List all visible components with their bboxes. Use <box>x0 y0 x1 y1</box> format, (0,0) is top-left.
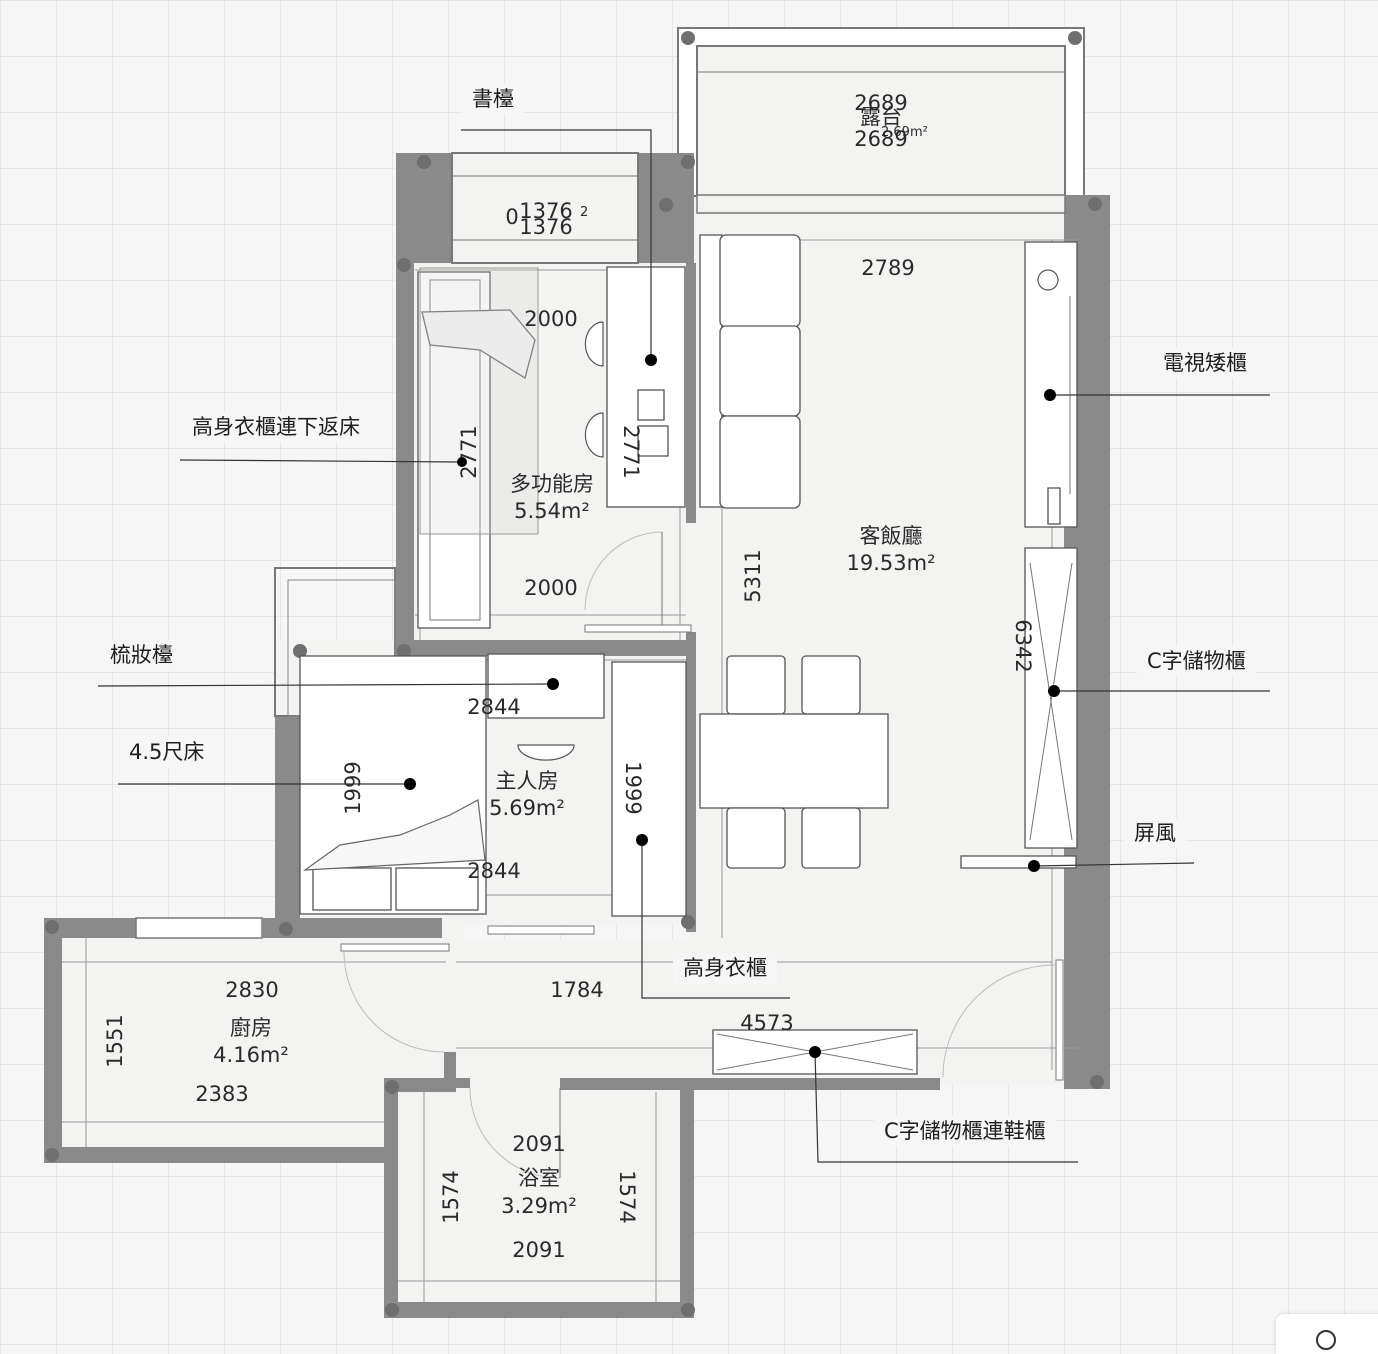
balcony-dim-top: 2689 <box>854 91 907 115</box>
callout-bed: 4.5尺床 <box>119 737 215 769</box>
living-area: 19.53m² <box>847 551 936 575</box>
zoom-tab[interactable] <box>1276 1314 1378 1354</box>
dimension-labels: 2689 露台 2689 2.69m² 1376 1376 0 2 2000 2… <box>103 91 1035 1262</box>
kitchen-dim-bottom: 2383 <box>195 1082 248 1106</box>
kitchen-name: 廚房 <box>230 1016 272 1040</box>
callout-dresser: 梳妝檯 <box>100 640 183 672</box>
entry-dim: 4573 <box>740 1011 793 1035</box>
living-dim-left: 5311 <box>741 549 765 602</box>
living-dim-right: 6342 <box>1011 619 1035 672</box>
bay-area: 2 <box>580 205 588 220</box>
bath-name: 浴室 <box>518 1166 560 1190</box>
bath-area: 3.29m² <box>501 1194 577 1218</box>
kitchen-area: 4.16m² <box>213 1043 289 1067</box>
callout-tall-wardrobe: 高身衣櫃 <box>673 953 777 985</box>
callout-c-storage: C字儲物櫃 <box>1137 646 1256 678</box>
corridor-dim: 1784 <box>550 978 603 1002</box>
balcony-frame <box>677 27 1085 197</box>
kitchen-dim-top: 2830 <box>225 978 278 1002</box>
bay-name: 0 <box>505 205 518 229</box>
multi-dim-left: 2771 <box>457 425 481 478</box>
callout-tv-cabinet: 電視矮櫃 <box>1153 348 1257 380</box>
callout-desk: 書檯 <box>462 84 524 116</box>
bath-dim-top: 2091 <box>512 1132 565 1156</box>
master-dim-bottom: 2844 <box>467 859 520 883</box>
callout-leaders <box>97 129 1270 1163</box>
bay-dim-bottom: 1376 <box>519 215 572 239</box>
bath-dim-right: 1574 <box>615 1170 639 1223</box>
master-dim-top: 2844 <box>467 695 520 719</box>
balcony-name: 露台 <box>860 105 902 129</box>
living-dim-top: 2789 <box>861 256 914 280</box>
kitchen-dim-left: 1551 <box>103 1014 127 1067</box>
pillars <box>45 155 1104 1317</box>
callout-c-storage-shoe: C字儲物櫃連鞋櫃 <box>874 1116 1056 1148</box>
bath-dim-left: 1574 <box>439 1170 463 1223</box>
balcony-area: 2.69m² <box>881 125 928 140</box>
bath-dim-bottom: 2091 <box>512 1238 565 1262</box>
master-name: 主人房 <box>496 769 559 793</box>
multi-dim-right: 2771 <box>619 425 643 478</box>
master-area: 5.69m² <box>489 796 565 820</box>
multi-dim-top: 2000 <box>524 307 577 331</box>
living-name: 客飯廳 <box>860 524 923 548</box>
master-dim-left: 1999 <box>341 761 365 814</box>
multi-dim-bottom: 2000 <box>524 576 577 600</box>
master-furniture <box>299 653 687 917</box>
multi-room-furniture <box>417 266 686 629</box>
callout-tall-wardrobe-bed: 高身衣櫃連下返床 <box>182 412 370 444</box>
multi-name: 多功能房 <box>510 472 594 496</box>
multi-area: 5.54m² <box>514 499 590 523</box>
bay-dim-top: 1376 <box>519 199 572 223</box>
balcony-dim-bottom: 2689 <box>854 127 907 151</box>
door-swings <box>340 531 1064 1179</box>
callout-screen: 屏風 <box>1124 818 1186 850</box>
zoom-icon[interactable] <box>1316 1330 1336 1350</box>
master-dim-right: 1999 <box>621 761 645 814</box>
